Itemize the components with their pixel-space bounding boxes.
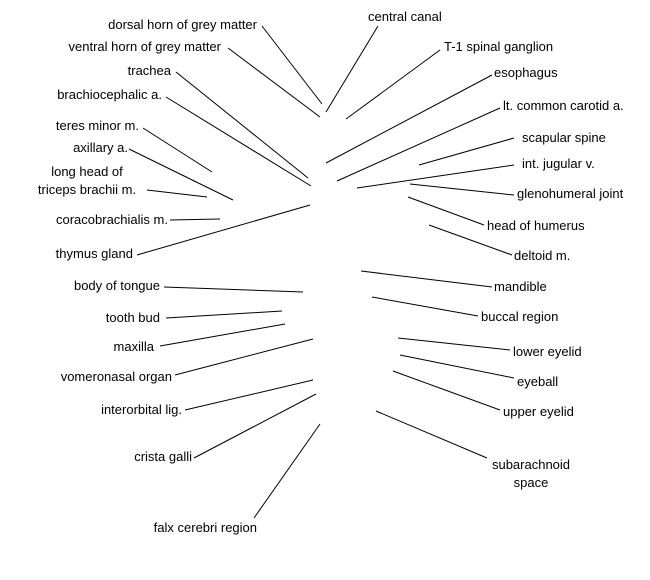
label-subarachnoid-1: subarachnoid — [491, 457, 571, 472]
leader-body-of-tongue — [163, 286, 304, 293]
leader-mandible — [360, 270, 493, 288]
leader-interorbital — [184, 379, 314, 411]
label-maxilla: maxilla — [113, 339, 154, 354]
label-interorbital: interorbital lig. — [101, 402, 182, 417]
leader-glenohumeral — [409, 183, 515, 196]
leader-trachea — [175, 71, 309, 179]
label-buccal: buccal region — [481, 309, 559, 324]
leader-teres-minor — [142, 127, 213, 173]
label-teres-minor: teres minor m. — [55, 118, 139, 133]
leader-scapular-spine — [418, 137, 515, 166]
leader-vomeronasal — [174, 338, 314, 376]
leader-crista-galli — [193, 393, 317, 459]
label-lt-carotid: lt. common carotid a. — [503, 98, 624, 113]
label-crista-galli: crista galli — [134, 449, 192, 464]
label-long-head-2: triceps brachii m. — [37, 182, 137, 197]
label-glenohumeral: glenohumeral joint — [517, 186, 624, 201]
leader-axillary — [128, 148, 234, 201]
leader-deltoid — [428, 224, 513, 256]
label-eyeball: eyeball — [517, 374, 559, 389]
label-t1-ganglion: T-1 spinal ganglion — [444, 39, 554, 54]
label-subarachnoid-2: space — [513, 475, 549, 490]
label-dorsal-horn: dorsal horn of grey matter — [108, 17, 257, 32]
label-central-canal: central canal — [368, 9, 442, 24]
leader-coracobrachialis — [169, 218, 221, 221]
label-mandible: mandible — [494, 279, 547, 294]
label-thymus: thymus gland — [55, 246, 133, 261]
label-lower-eyelid: lower eyelid — [513, 344, 582, 359]
label-tooth-bud: tooth bud — [105, 310, 160, 325]
leader-brachiocephalic — [165, 96, 312, 187]
leader-dorsal-horn — [261, 25, 323, 105]
leader-head-humerus — [407, 196, 485, 226]
label-body-of-tongue: body of tongue — [73, 278, 160, 293]
leader-subarachnoid — [375, 410, 488, 459]
leader-falx-cerebri — [253, 423, 321, 519]
leader-upper-eyelid — [392, 370, 501, 411]
label-falx-cerebri: falx cerebri region — [153, 520, 257, 535]
label-brachiocephalic: brachiocephalic a. — [57, 87, 162, 102]
leader-int-jugular — [356, 164, 515, 189]
label-ventral-horn: ventral horn of grey matter — [68, 39, 221, 54]
leader-thymus — [136, 204, 311, 256]
label-int-jugular: int. jugular v. — [522, 156, 595, 171]
leader-t1-ganglion — [345, 49, 441, 120]
label-vomeronasal: vomeronasal organ — [60, 369, 172, 384]
leader-maxilla — [159, 323, 286, 347]
leader-tooth-bud — [165, 310, 283, 319]
leader-lower-eyelid — [397, 337, 511, 351]
leader-long-head — [146, 189, 208, 198]
leader-ventral-horn — [227, 47, 321, 118]
label-trachea: trachea — [127, 63, 171, 78]
label-axillary: axillary a. — [73, 140, 128, 155]
label-upper-eyelid: upper eyelid — [503, 404, 574, 419]
label-deltoid: deltoid m. — [514, 248, 571, 263]
label-head-humerus: head of humerus — [487, 218, 585, 233]
label-long-head-1: long head of — [51, 164, 123, 179]
label-coracobrachialis: coracobrachialis m. — [56, 212, 168, 227]
leader-esophagus — [325, 74, 493, 164]
leader-lt-carotid — [336, 107, 501, 182]
label-scapular-spine: scapular spine — [522, 130, 606, 145]
leader-central-canal — [325, 25, 379, 113]
leader-buccal — [371, 296, 479, 317]
leader-eyeball — [399, 354, 515, 379]
label-esophagus: esophagus — [494, 65, 558, 80]
